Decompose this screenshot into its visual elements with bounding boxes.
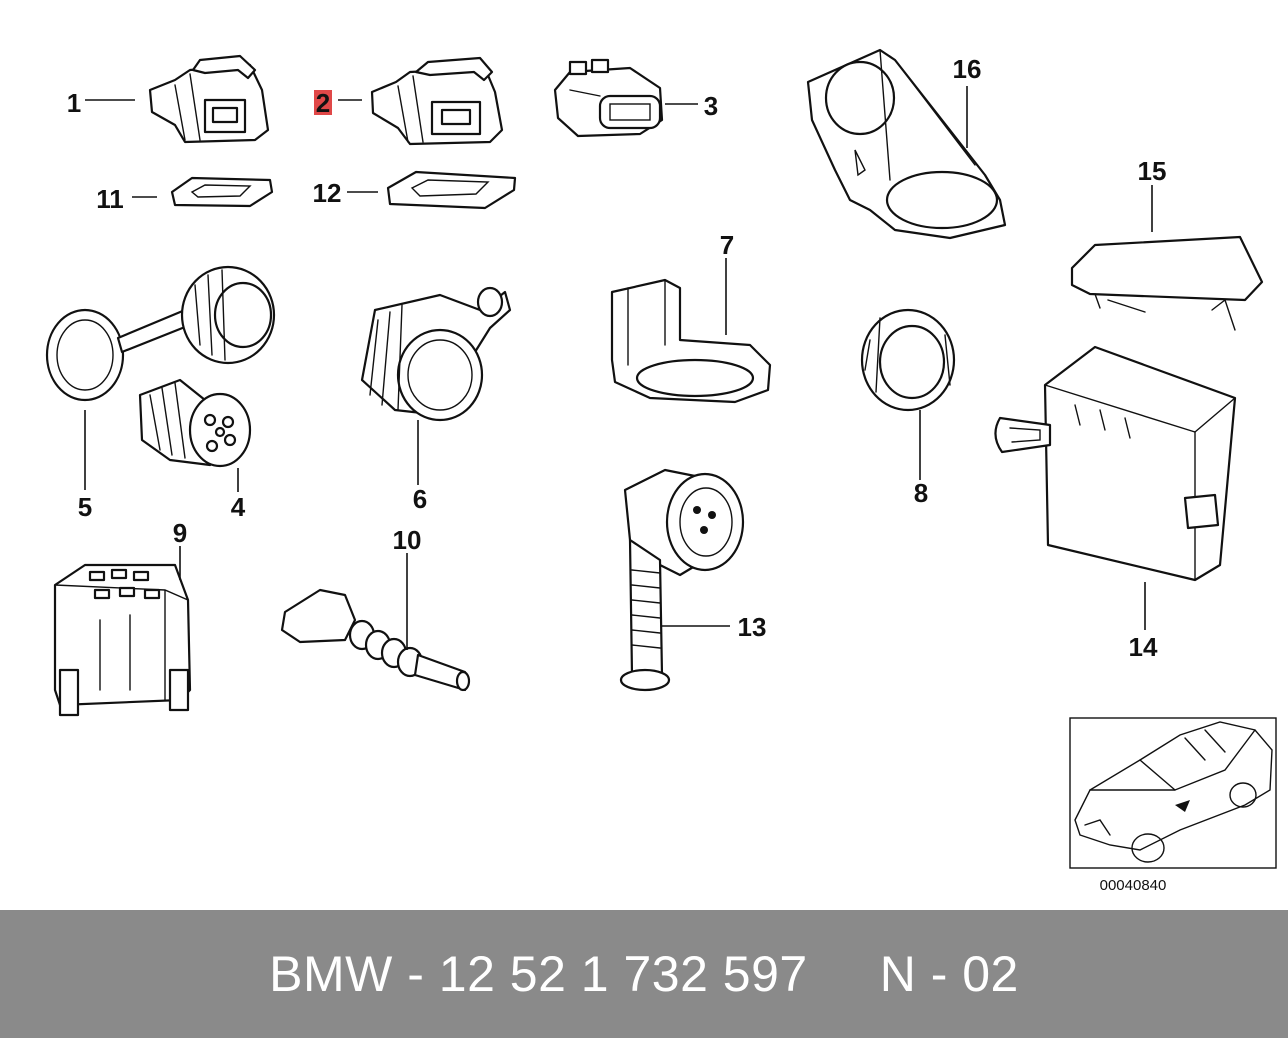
part-4-plug <box>138 378 252 468</box>
car-outline-icon <box>1074 721 1273 863</box>
callout-8: 8 <box>914 478 928 508</box>
callout-14: 14 <box>1129 632 1158 662</box>
callout-2-highlight <box>314 90 332 115</box>
callout-2: 2 <box>316 88 330 118</box>
variant-code: N - 02 <box>879 946 1019 1002</box>
callout-16: 16 <box>953 54 982 84</box>
callout-11: 11 <box>96 184 124 214</box>
part-14-housing <box>994 345 1237 582</box>
callout-1: 1 <box>67 88 81 118</box>
callout-4: 4 <box>231 492 246 522</box>
part-3-connector <box>553 58 664 138</box>
part-8-ring <box>860 308 956 412</box>
callout-labels: 1 2 3 11 12 16 15 7 5 4 6 8 9 10 13 14 <box>67 54 1167 662</box>
part-6-boot <box>360 286 512 422</box>
part-2-connector <box>370 56 504 146</box>
part-5-cap <box>45 265 276 402</box>
leader-lines <box>84 86 1153 650</box>
part-13-angled-plug <box>619 468 745 692</box>
part-16-bracket <box>806 48 1007 240</box>
callout-7: 7 <box>720 230 734 260</box>
vehicle-inset-frame <box>1069 717 1277 869</box>
callout-10: 10 <box>393 525 422 555</box>
callout-15: 15 <box>1138 156 1167 186</box>
parts-diagram: 1 2 3 11 12 16 15 7 5 4 6 8 9 10 13 14 0… <box>45 48 1277 894</box>
footer-bar: BMW - 12 52 1 732 597 N - 02 <box>0 910 1288 1038</box>
callout-9: 9 <box>173 518 187 548</box>
diagram-canvas: 1 2 3 11 12 16 15 7 5 4 6 8 9 10 13 14 0… <box>45 48 1277 894</box>
vehicle-inset: 00040840 <box>1069 717 1277 894</box>
part-11-gasket <box>170 176 274 208</box>
footer-caption: BMW - 12 52 1 732 597 N - 02 <box>269 945 1019 1003</box>
diagram-reference-code: 00040840 <box>1100 877 1167 894</box>
part-1-connector <box>148 54 270 144</box>
part-10-boot <box>280 588 471 692</box>
callout-12: 12 <box>313 178 342 208</box>
part-9-block <box>53 563 192 717</box>
callout-5: 5 <box>78 492 92 522</box>
callout-6: 6 <box>413 484 427 514</box>
part-15-cover <box>1070 235 1264 331</box>
part-number: BMW - 12 52 1 732 597 <box>269 946 808 1002</box>
callout-3: 3 <box>704 91 718 121</box>
callout-13: 13 <box>738 612 767 642</box>
part-7-bracket <box>610 278 772 404</box>
part-12-gasket <box>386 170 517 210</box>
